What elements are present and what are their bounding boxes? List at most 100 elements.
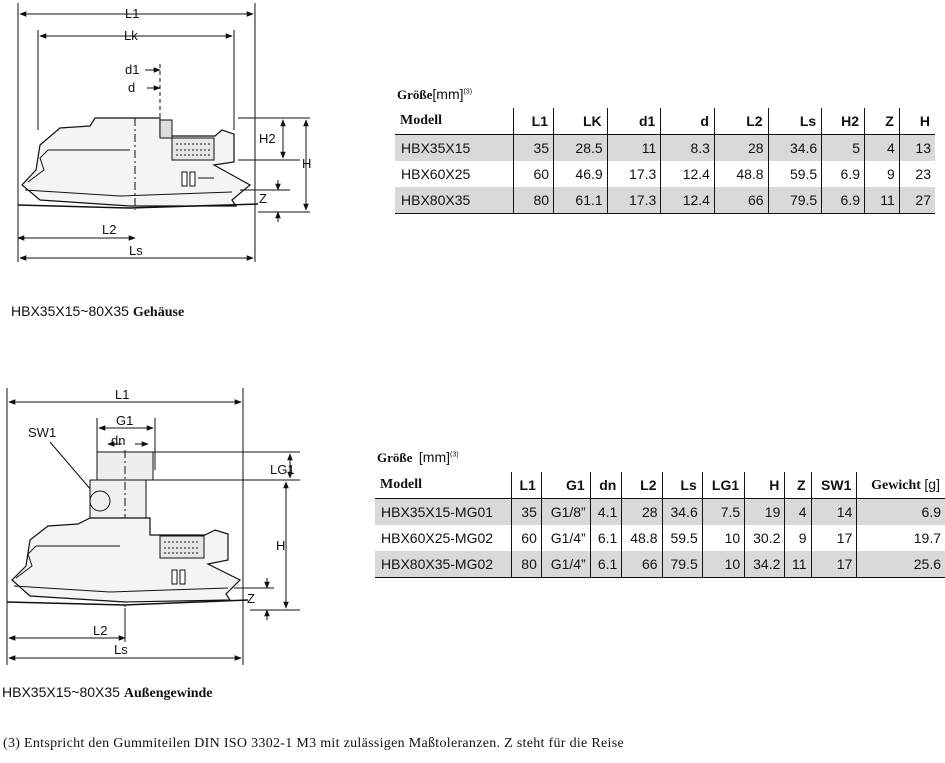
dim-H2: H2 — [259, 131, 276, 146]
column-header-l2: L2 — [621, 472, 663, 499]
value-cell: 61.1 — [553, 187, 608, 214]
thread-caption-text: Außengewinde — [123, 686, 213, 701]
value-cell: 23 — [898, 161, 935, 187]
dim-Z: Z — [259, 191, 267, 206]
model-cell: HBX60X25-MG02 — [381, 530, 494, 546]
column-header-l1: L1 — [510, 472, 542, 499]
value-cell: 8.3 — [660, 134, 715, 161]
value-cell: 4 — [863, 134, 900, 161]
value-cell: 34.6 — [767, 134, 822, 161]
dim2-LG1: LG1 — [270, 462, 295, 477]
value-cell: 80 — [512, 187, 554, 214]
column-header-d: d — [660, 108, 715, 135]
column-header-d1: d1 — [606, 108, 661, 135]
value-cell: 11 — [784, 551, 811, 578]
value-cell: G1/4” — [540, 525, 591, 551]
dim2-L1: L1 — [115, 387, 129, 402]
external-thread-drawing: L1 G1 dn SW1 LG1 H Z L2 Ls — [6, 387, 300, 665]
table2-footref: (3) — [450, 451, 459, 459]
column-header-modell: Modell — [395, 108, 514, 135]
value-cell: 19.7 — [856, 525, 945, 551]
value-cell: 28 — [621, 498, 663, 525]
value-cell: 80 — [510, 551, 542, 578]
value-cell: 10 — [701, 525, 745, 551]
value-cell: 17 — [810, 551, 857, 578]
column-header-h: H — [744, 472, 785, 499]
housing-caption-model: HBX35X15~80X35 — [11, 303, 129, 319]
dim2-L2: L2 — [93, 623, 107, 638]
value-cell: 6.1 — [589, 525, 622, 551]
column-header-sw1: SW1 — [810, 472, 857, 499]
column-header-l1: L1 — [512, 108, 554, 135]
column-header-lg1: LG1 — [701, 472, 745, 499]
value-cell: 4.1 — [589, 498, 622, 525]
value-cell: 6.9 — [821, 187, 865, 214]
dim-d: d — [128, 80, 135, 95]
column-header-z: Z — [784, 472, 811, 499]
value-cell: 34.6 — [661, 498, 703, 525]
column-header-g1: G1 — [540, 472, 591, 499]
value-cell: 7.5 — [701, 498, 745, 525]
column-header-modell: Modell — [375, 472, 512, 499]
value-cell: 11 — [606, 134, 661, 161]
value-cell: 17 — [810, 525, 857, 551]
housing-drawing: L1 Lk d1 d H2 H Z L2 Ls — [17, 3, 311, 262]
column-header-ls: Ls — [661, 472, 703, 499]
value-cell: 13 — [898, 134, 935, 161]
dim2-dn: dn — [111, 433, 125, 448]
value-cell: 27 — [898, 187, 935, 214]
dim2-H: H — [276, 538, 285, 553]
value-cell: 46.9 — [553, 161, 608, 187]
value-cell: 11 — [863, 187, 900, 214]
thread-caption: HBX35X15~80X35 Außengewinde — [2, 684, 213, 702]
table2-title: Größe [mm](3) — [377, 449, 459, 465]
column-header-lk: LK — [553, 108, 608, 135]
housing-caption-text: Gehäuse — [132, 305, 185, 320]
dim-d1: d1 — [125, 62, 139, 77]
value-cell: 12.4 — [660, 161, 715, 187]
dim-Lk: Lk — [124, 28, 138, 43]
value-cell: 34.2 — [744, 551, 785, 578]
dim-L1: L1 — [125, 6, 139, 21]
value-cell: 12.4 — [660, 187, 715, 214]
value-cell: 19 — [744, 498, 785, 525]
dim-H: H — [302, 156, 311, 171]
column-header-gewicht: Gewicht [g] — [856, 472, 945, 499]
value-cell: 9 — [784, 525, 811, 551]
table1-footref: (3) — [463, 88, 473, 96]
value-cell: 60 — [512, 161, 554, 187]
footnote: (3) Entspricht den Gummiteilen DIN ISO 3… — [3, 736, 624, 751]
dim2-Z: Z — [247, 591, 255, 606]
value-cell: 30.2 — [744, 525, 785, 551]
dim-Ls: Ls — [129, 243, 143, 258]
value-cell: 35 — [510, 498, 542, 525]
value-cell: 25.6 — [856, 551, 945, 578]
value-cell: 9 — [863, 161, 900, 187]
housing-caption: HBX35X15~80X35 Gehäuse — [11, 303, 184, 321]
model-cell: HBX35X15 — [395, 134, 514, 161]
value-cell: 17.3 — [606, 187, 661, 214]
column-header-dn: dn — [589, 472, 622, 499]
column-header-h2: H2 — [821, 108, 865, 135]
dim-L2: L2 — [102, 222, 116, 237]
value-cell: 79.5 — [767, 187, 822, 214]
dim2-G1: G1 — [116, 413, 133, 428]
value-cell: 59.5 — [767, 161, 822, 187]
model-cell: HBX80X35-MG02 — [375, 551, 512, 578]
table1-title: Größe[mm](3) — [397, 86, 473, 102]
value-cell: 79.5 — [661, 551, 703, 578]
value-cell: 28.5 — [553, 134, 608, 161]
column-header-z: Z — [863, 108, 900, 135]
column-header-ls: Ls — [767, 108, 822, 135]
value-cell: 6.9 — [856, 498, 945, 525]
column-header-h: H — [898, 108, 935, 135]
value-cell: G1/4” — [540, 551, 591, 578]
